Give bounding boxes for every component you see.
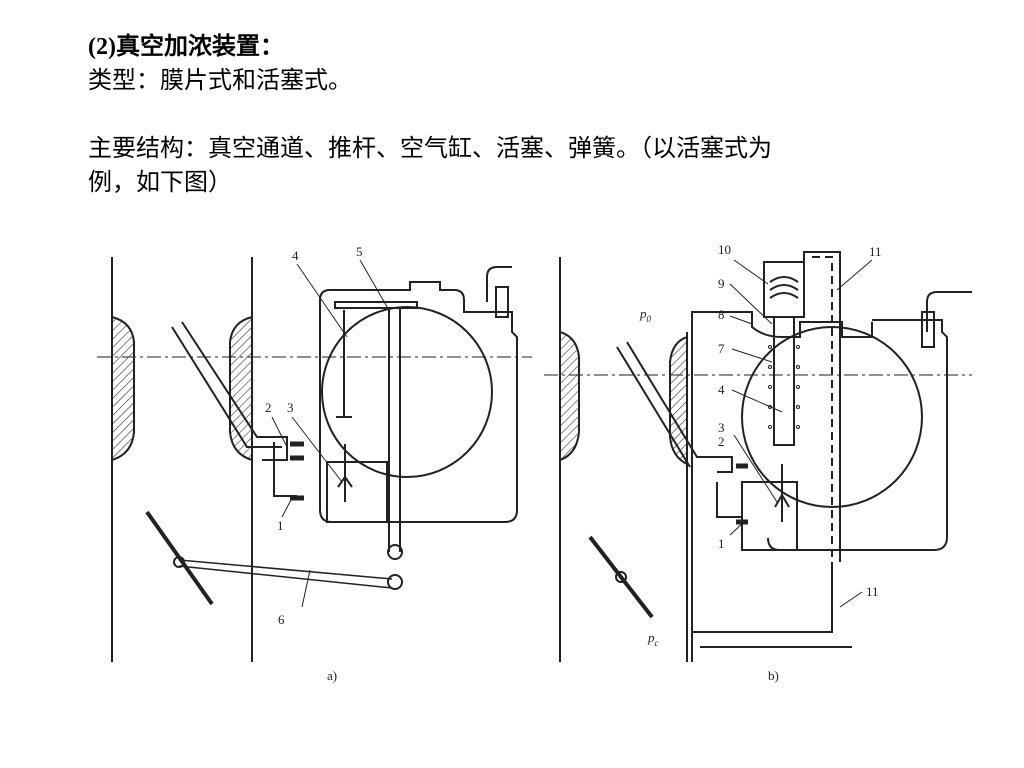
b-nozzle: [626, 341, 733, 473]
label-b-2: 2: [718, 434, 725, 449]
a-valve: [337, 444, 353, 502]
b-float-chamber: [691, 311, 948, 551]
schematic-svg: 4 5 2 3 1 6 a): [97, 242, 972, 683]
b-float: [741, 326, 923, 508]
a-lever-end: [387, 574, 403, 590]
label-a-1: 1: [277, 518, 284, 533]
b-nozzle-inner: [616, 346, 691, 468]
diagram-b: [544, 251, 972, 662]
structure-line-1: 主要结构：真空通道、推杆、空气缸、活塞、弹簧。（以活塞式为: [88, 136, 772, 162]
b-throttle-shaft: [615, 571, 627, 583]
label-b-4: 4: [718, 382, 725, 397]
label-b-9: 9: [718, 276, 725, 291]
label-a-6: 6: [278, 612, 285, 627]
b-vacuum-bottom: [692, 562, 833, 633]
a-venturi-left: [111, 315, 135, 462]
spacer: [88, 98, 948, 132]
label-b-11-top: 11: [869, 244, 882, 259]
a-jets: [290, 441, 304, 501]
a-valve-housing: [326, 461, 388, 523]
b-vacuum-passage-outer: [803, 251, 841, 562]
b-venturi-right: [669, 335, 688, 466]
label-a-5: 5: [356, 244, 363, 259]
label-b-7: 7: [718, 341, 725, 356]
a-air-pipe: [486, 266, 512, 302]
b-jets: [736, 463, 748, 525]
caption-a: a): [327, 668, 337, 683]
b-fuel-path: [716, 482, 742, 518]
label-pk: pc: [647, 630, 659, 648]
structure-line-2: 例，如下图）: [88, 170, 232, 196]
a-float-chamber: [319, 281, 518, 523]
label-p0: p0: [639, 306, 652, 324]
a-float: [321, 306, 493, 478]
label-a-3: 3: [287, 400, 294, 415]
slide-text: (2)真空加浓装置： 类型：膜片式和活塞式。 主要结构：真空通道、推杆、空气缸、…: [88, 30, 948, 200]
a-lever-pivot: [387, 544, 403, 560]
b-valve: [774, 464, 790, 522]
label-b-11-bottom: 11: [866, 584, 879, 599]
a-crossbar: [334, 301, 418, 309]
b-throttle-plate: [588, 535, 654, 619]
label-b-8: 8: [718, 307, 725, 322]
a-air-jet: [495, 286, 509, 318]
a-nozzle-inner: [171, 326, 282, 448]
b-piston-rod: [773, 316, 795, 446]
type-line: 类型：膜片式和活塞式。: [88, 68, 352, 94]
diagram-a: [97, 257, 532, 662]
a-leaders: [271, 259, 391, 608]
enrichment-device-figure: 4 5 2 3 1 6 a): [92, 232, 972, 697]
b-cylinder-spring-top: [769, 276, 799, 299]
caption-b: b): [768, 668, 779, 683]
a-linkage-rod: [178, 559, 393, 589]
a-venturi-right: [229, 315, 253, 462]
b-leaders: [729, 259, 873, 608]
label-b-3: 3: [718, 420, 725, 435]
b-vacuum-passage-inner: [812, 256, 833, 562]
a-throttle-shaft: [173, 556, 185, 568]
b-air-jet: [921, 311, 935, 348]
label-b-1: 1: [718, 536, 725, 551]
a-fuel-path: [273, 442, 297, 497]
b-valve-housing: [741, 481, 798, 551]
a-nozzle-outer: [181, 321, 288, 461]
label-a-4: 4: [292, 248, 299, 263]
b-venturi-left: [559, 330, 580, 462]
b-air-pipe: [926, 291, 972, 332]
label-a-2: 2: [265, 400, 272, 415]
section-heading: (2)真空加浓装置：: [88, 34, 284, 60]
label-b-10: 10: [718, 242, 731, 257]
